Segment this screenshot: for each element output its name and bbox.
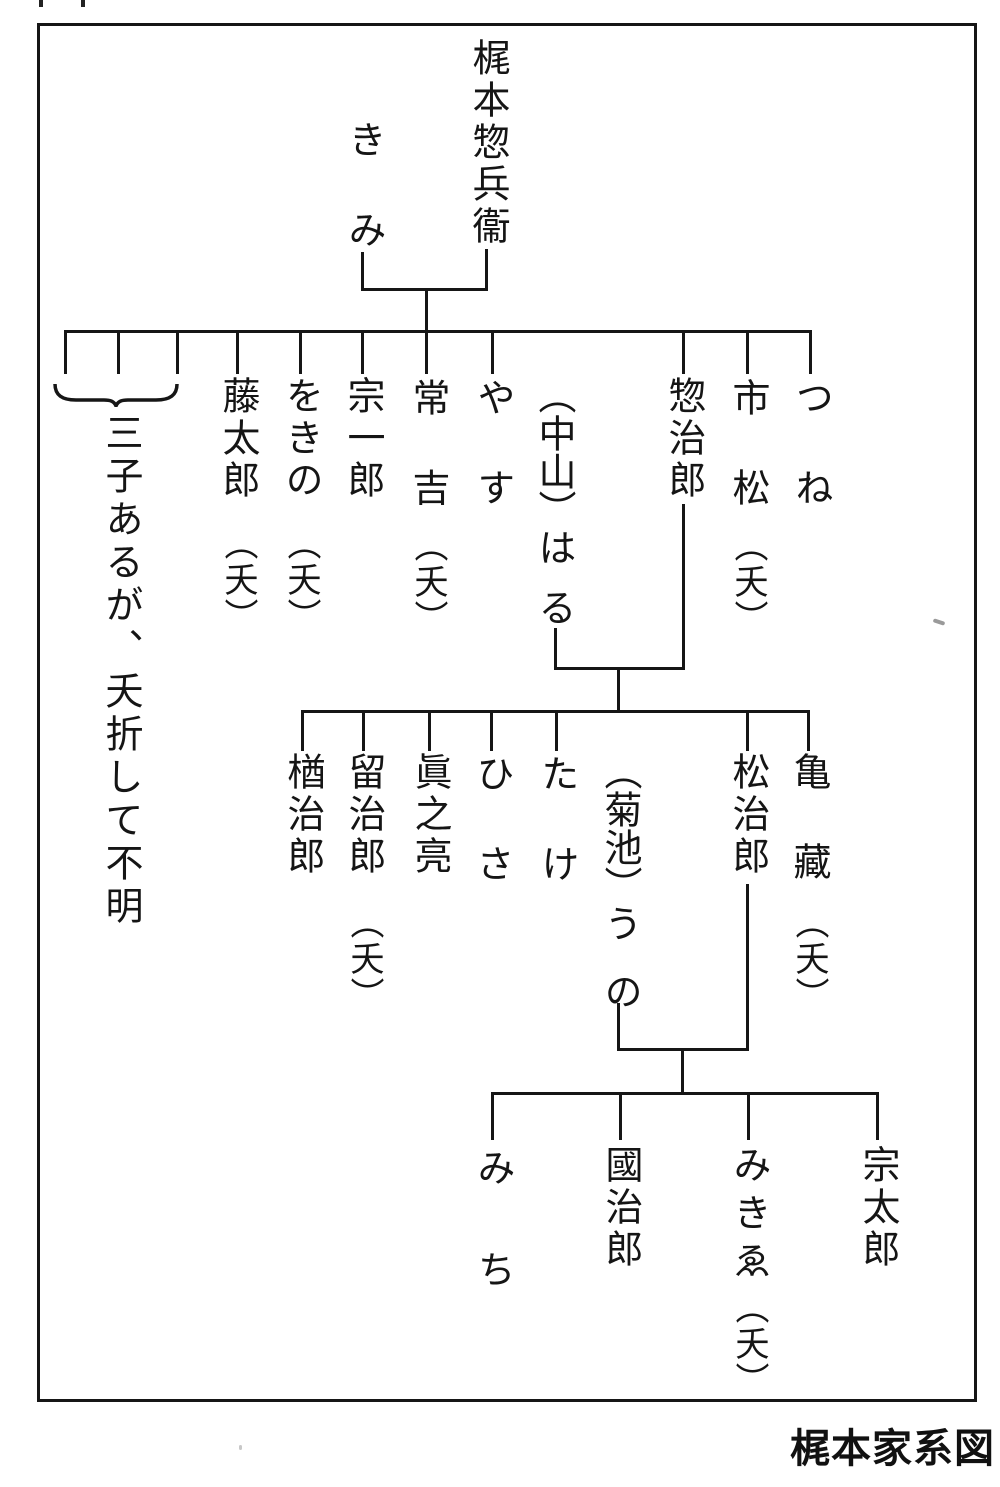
line-couple0-drop — [425, 288, 428, 333]
person-name: 藤太郎 — [216, 376, 258, 502]
person-name: 宗一郎 — [341, 376, 383, 502]
line-tick-unnamed-2 — [117, 330, 120, 374]
line-tick-mikie — [747, 1092, 750, 1140]
person-name: 常吉 — [406, 378, 448, 558]
line-couple0-bar — [361, 288, 488, 291]
line-tick-take — [555, 710, 558, 751]
deceased-marker: （夭） — [730, 1290, 767, 1398]
line-tick-wokino — [299, 330, 302, 374]
deceased-marker: （夭） — [219, 526, 256, 634]
person-name: ひさ — [470, 754, 512, 934]
person-name: たけ — [535, 754, 577, 934]
line-couple1-drop — [617, 667, 620, 713]
deceased-marker: （夭） — [790, 905, 827, 1013]
person-name: 惣治郎 — [662, 376, 704, 502]
person-name: 亀藏 — [787, 752, 829, 932]
line-kimi-descender — [361, 252, 364, 291]
person-name: やす — [471, 378, 513, 558]
line-gen3-sibling-bar — [491, 1092, 879, 1095]
person-name: （中山）は — [532, 376, 574, 566]
line-tick-kunijiro — [619, 1092, 622, 1140]
person-name: 國治郎 — [599, 1145, 641, 1271]
line-sojiro-descender — [682, 504, 685, 670]
person-name: 梶本惣兵衞 — [466, 38, 508, 248]
person-name: 楢治郎 — [281, 752, 323, 878]
person-name: をきの — [279, 376, 321, 502]
person-name: 留治郎 — [342, 752, 384, 878]
line-sobei-descender — [485, 249, 488, 291]
line-tick-michi — [491, 1092, 494, 1140]
line-tick-narajiro — [301, 710, 304, 751]
person-name: みち — [471, 1148, 513, 1352]
cropped-page-mark — [81, 0, 85, 7]
deceased-marker: （夭） — [729, 528, 766, 636]
line-uno-descender — [617, 1003, 620, 1051]
line-tick-fujitaro — [236, 330, 239, 374]
unnamed-children-brace — [53, 383, 179, 407]
line-tick-yasu — [491, 330, 494, 374]
line-tick-kamezo — [807, 710, 810, 751]
line-tick-ichimatsu — [746, 330, 749, 374]
line-couple2-drop — [681, 1048, 684, 1095]
line-tick-hisa — [490, 710, 493, 751]
person-name: 市松 — [726, 378, 768, 558]
person-name: つね — [789, 378, 831, 558]
line-haru-descender — [554, 628, 557, 670]
person-name: 松治郎 — [726, 752, 768, 878]
line-tick-sotaro — [876, 1092, 879, 1140]
line-tick-soichiro — [361, 330, 364, 374]
diagram-caption: 梶本家系図 — [790, 1427, 995, 1471]
line-tick-tsune — [809, 330, 812, 374]
line-tick-shinnosuke — [428, 710, 431, 751]
line-tick-matsujiro — [746, 710, 749, 751]
cropped-page-mark — [39, 0, 43, 7]
line-tick-sojiro — [682, 330, 685, 374]
line-tick-tsunekichi — [425, 330, 428, 374]
person-name: （菊池）う — [598, 752, 640, 942]
note-text: 三子あるが、夭折して不明 — [99, 413, 141, 929]
line-gen1-sibling-bar — [64, 330, 812, 333]
line-tick-unnamed-1 — [64, 330, 67, 374]
line-tick-unnamed-3 — [176, 330, 179, 374]
deceased-marker: （夭） — [345, 905, 382, 1013]
scan-speck — [239, 1445, 242, 1450]
person-name: みきゑ — [727, 1145, 769, 1289]
deceased-marker: （夭） — [409, 528, 446, 636]
deceased-marker: （夭） — [282, 526, 319, 634]
line-tick-tomejiro — [362, 710, 365, 751]
diagram-frame — [37, 23, 977, 1402]
line-matsujiro-descender — [746, 884, 749, 1051]
person-name-tail: る — [532, 588, 574, 626]
person-name: 眞之亮 — [408, 752, 450, 878]
person-name: 宗太郎 — [856, 1145, 898, 1271]
